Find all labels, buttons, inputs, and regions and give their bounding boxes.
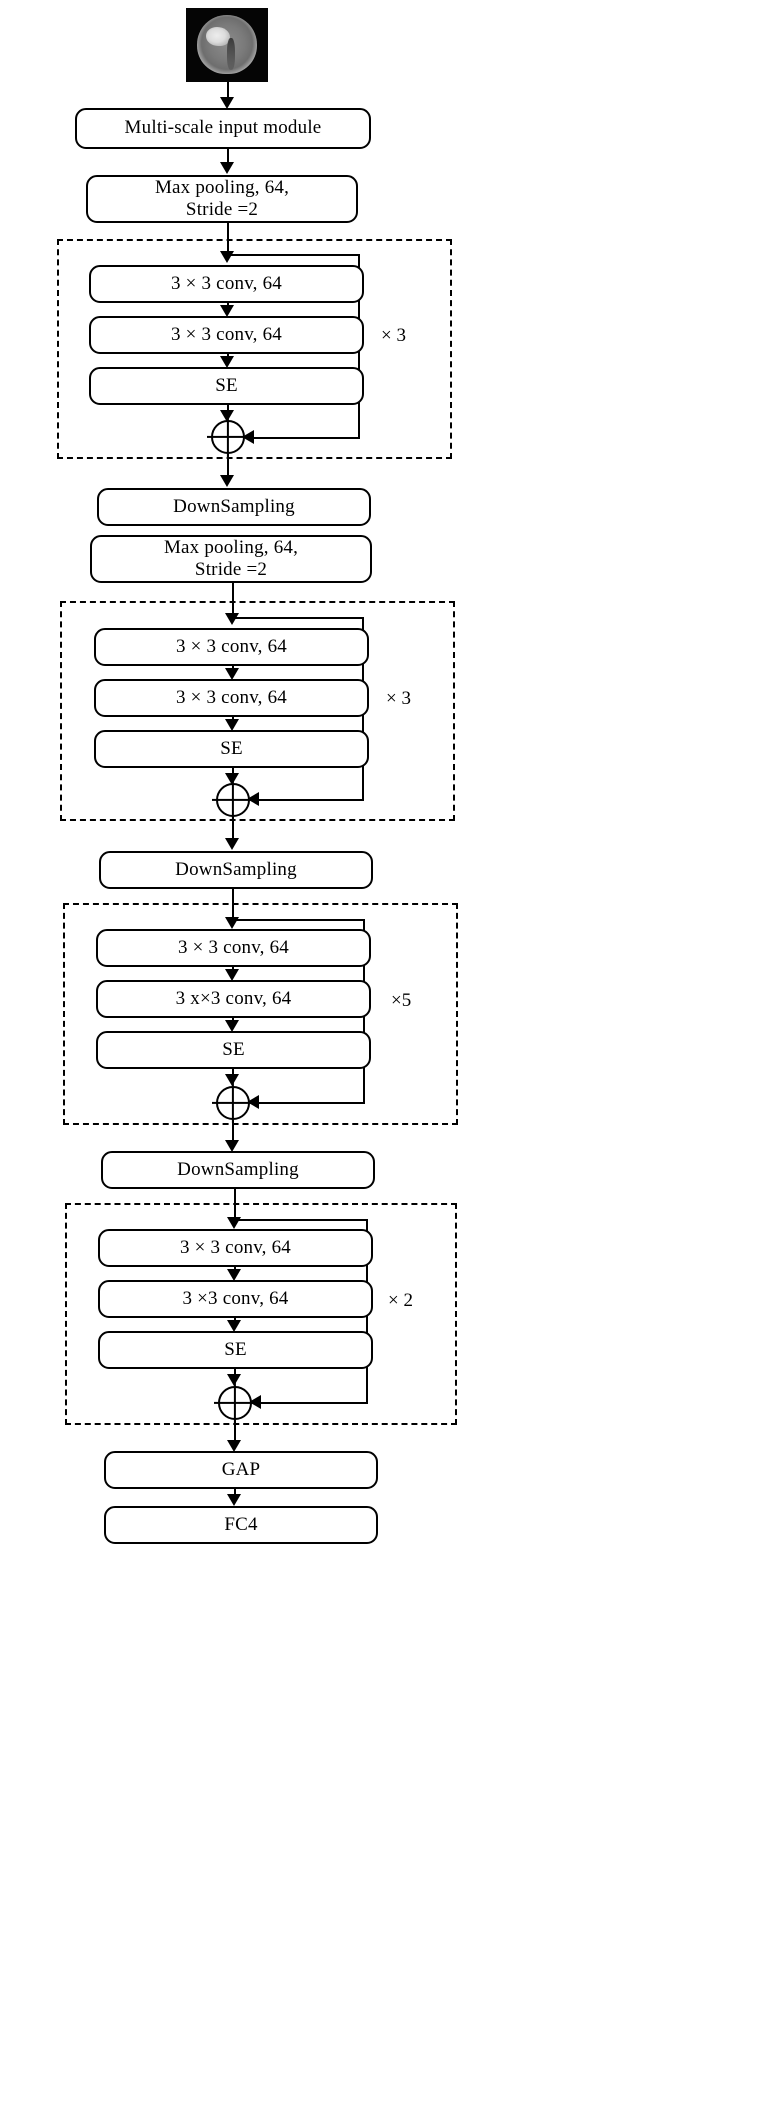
sum-node-stage-3 bbox=[216, 1086, 250, 1120]
edge-se-to-sum-stage3 bbox=[232, 1069, 234, 1078]
edge-image-to-multiscale bbox=[227, 82, 229, 99]
arrowhead bbox=[227, 1440, 241, 1452]
edge-multiscale-to-maxpool1 bbox=[227, 149, 229, 164]
node-conv-stage2-2: 3 × 3 conv, 64 bbox=[94, 679, 369, 717]
node-se-stage2: SE bbox=[94, 730, 369, 768]
arrowhead bbox=[247, 1095, 259, 1109]
node-conv-stage1-2: 3 × 3 conv, 64 bbox=[89, 316, 364, 354]
repeat-label-stage-4: × 2 bbox=[388, 1290, 413, 1311]
arrowhead bbox=[220, 162, 234, 174]
midline-fold bbox=[227, 37, 236, 71]
skip-line-bottom-stage-1 bbox=[249, 437, 360, 439]
node-downsampling-1: DownSampling bbox=[97, 488, 371, 526]
repeat-label-stage-2: × 3 bbox=[386, 688, 411, 709]
edge-stage4-to-gap bbox=[234, 1420, 236, 1442]
arrowhead bbox=[247, 792, 259, 806]
edge-maxpool1-to-stage1 bbox=[227, 223, 229, 253]
node-multi-scale-input-module: Multi-scale input module bbox=[75, 108, 371, 149]
node-se-stage3: SE bbox=[96, 1031, 371, 1069]
node-conv-stage3-2: 3 x×3 conv, 64 bbox=[96, 980, 371, 1018]
arrowhead bbox=[225, 1074, 239, 1086]
node-max-pooling-2: Max pooling, 64, Stride =2 bbox=[90, 535, 372, 583]
node-conv-stage4-1: 3 × 3 conv, 64 bbox=[98, 1229, 373, 1267]
lesion-region bbox=[205, 27, 231, 47]
repeat-label-stage-3: ×5 bbox=[391, 990, 412, 1011]
arrowhead bbox=[225, 668, 239, 680]
sum-node-stage-4 bbox=[218, 1386, 252, 1420]
arrowhead bbox=[220, 97, 234, 109]
arrowhead bbox=[227, 1320, 241, 1332]
node-conv-stage1-1: 3 × 3 conv, 64 bbox=[89, 265, 364, 303]
residual-group-stage-3 bbox=[63, 903, 458, 1125]
node-conv-stage2-1: 3 × 3 conv, 64 bbox=[94, 628, 369, 666]
arrowhead bbox=[225, 969, 239, 981]
arrowhead bbox=[242, 430, 254, 444]
residual-group-stage-4 bbox=[65, 1203, 457, 1425]
skip-line-top-stage-2 bbox=[232, 617, 364, 619]
skip-line-bottom-stage-2 bbox=[254, 799, 364, 801]
node-fc: FC4 bbox=[104, 1506, 378, 1544]
node-downsampling-2: DownSampling bbox=[99, 851, 373, 889]
edge-stage1-to-downsampling1 bbox=[227, 454, 229, 478]
arrowhead bbox=[225, 1020, 239, 1032]
node-conv-stage3-1: 3 × 3 conv, 64 bbox=[96, 929, 371, 967]
repeat-label-stage-1: × 3 bbox=[381, 325, 406, 346]
node-downsampling-3: DownSampling bbox=[101, 1151, 375, 1189]
sum-node-stage-2 bbox=[216, 783, 250, 817]
node-se-stage1: SE bbox=[89, 367, 364, 405]
arrowhead bbox=[225, 719, 239, 731]
node-conv-stage4-2: 3 ×3 conv, 64 bbox=[98, 1280, 373, 1318]
arrowhead bbox=[220, 305, 234, 317]
arrowhead bbox=[220, 356, 234, 368]
skip-line-top-stage-3 bbox=[232, 919, 365, 921]
arrowhead bbox=[225, 613, 239, 625]
brain-mri-input-image bbox=[186, 8, 268, 82]
edge-maxpool2-to-stage2 bbox=[232, 583, 234, 615]
arrowhead bbox=[227, 1494, 241, 1506]
residual-group-stage-2 bbox=[60, 601, 455, 821]
arrowhead bbox=[225, 838, 239, 850]
node-se-stage4: SE bbox=[98, 1331, 373, 1369]
skip-line-bottom-stage-3 bbox=[254, 1102, 365, 1104]
residual-group-stage-1 bbox=[57, 239, 452, 459]
edge-se-to-sum-stage1 bbox=[227, 405, 229, 414]
edge-stage3-to-downsampling3 bbox=[232, 1120, 234, 1143]
arrowhead bbox=[227, 1269, 241, 1281]
node-max-pooling-1: Max pooling, 64, Stride =2 bbox=[86, 175, 358, 223]
edge-se-to-sum-stage4 bbox=[234, 1369, 236, 1378]
arrowhead bbox=[227, 1374, 241, 1386]
edge-stage2-to-downsampling2 bbox=[232, 817, 234, 841]
arrowhead bbox=[220, 475, 234, 487]
edge-se-to-sum-stage2 bbox=[232, 768, 234, 777]
node-gap: GAP bbox=[104, 1451, 378, 1489]
arrowhead bbox=[225, 1140, 239, 1152]
skip-line-top-stage-1 bbox=[227, 254, 360, 256]
skull-outline bbox=[197, 14, 257, 74]
skip-line-top-stage-4 bbox=[234, 1219, 368, 1221]
arrowhead bbox=[249, 1395, 261, 1409]
skip-line-bottom-stage-4 bbox=[256, 1402, 368, 1404]
sum-node-stage-1 bbox=[211, 420, 245, 454]
edge-gap-to-fc bbox=[234, 1489, 236, 1497]
